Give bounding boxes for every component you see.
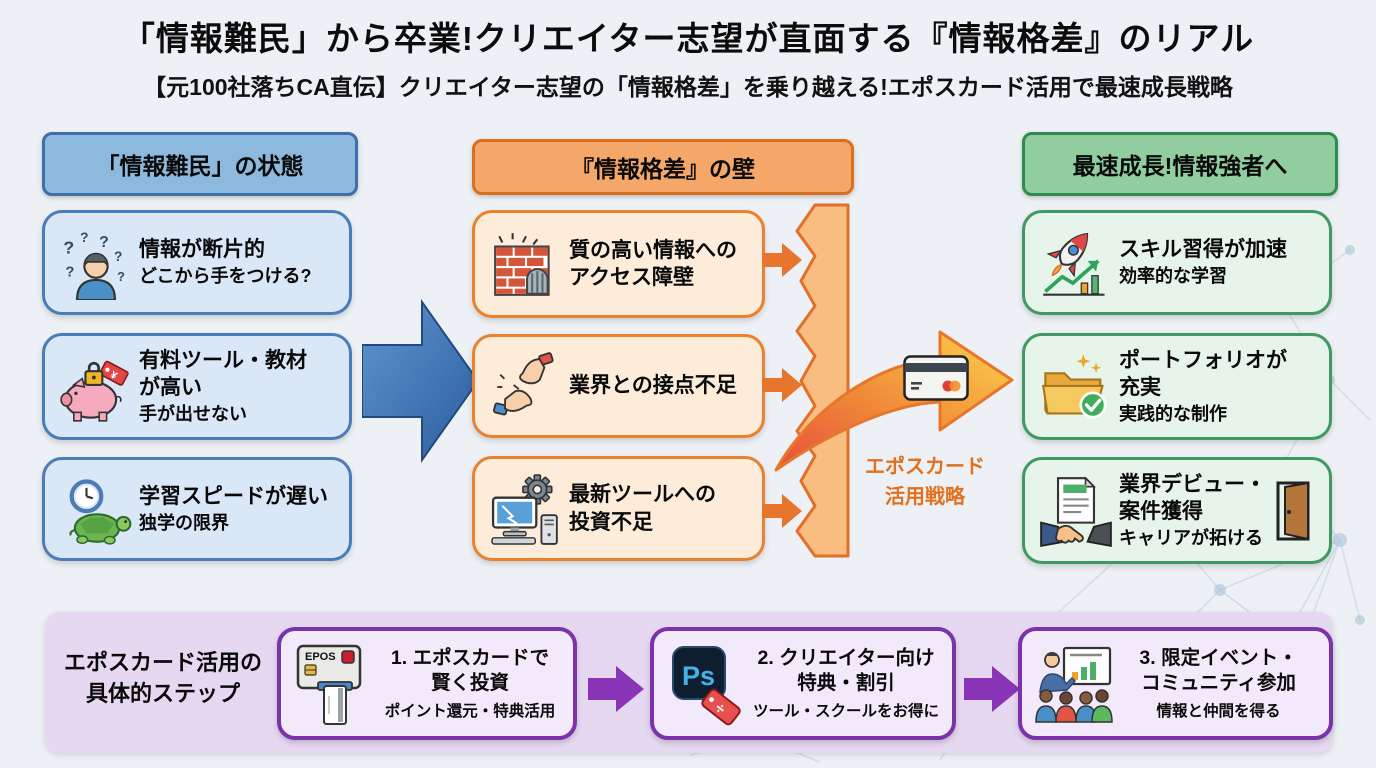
item-title: 情報が断片的 — [139, 238, 265, 262]
svg-text:?: ? — [63, 237, 74, 257]
middle-item-no-industry-contact: 業界との接点不足 — [472, 334, 765, 438]
item-title: 業界との接点不足 — [569, 374, 737, 398]
steps-section-label: エポスカード活用の 具体的ステップ — [63, 650, 262, 706]
information-gap-wall — [795, 203, 850, 558]
step-subtitle: 情報と仲間を得る — [1156, 703, 1281, 721]
seminar-audience-icon — [1030, 644, 1116, 724]
page-subtitle: 【元100社落ちCA直伝】クリエイター志望の「情報格差」を乗り越える!エポスカー… — [143, 74, 1233, 100]
item-title: 質の高い情報への アクセス障壁 — [569, 238, 737, 289]
piggy-bank-lock-icon: ¥ — [53, 350, 139, 424]
left-to-middle-arrow — [362, 298, 480, 463]
svg-text:EPOS: EPOS — [305, 651, 336, 663]
door-icon — [1275, 480, 1319, 542]
barrier-arrow-3 — [762, 494, 802, 528]
page-title: 「情報難民」から卒業!クリエイター志望が直面する『情報格差』のリアル — [121, 20, 1255, 57]
right-item-skill-acceleration: スキル習得が加速 効率的な学習 — [1022, 210, 1332, 315]
middle-column-header: 『情報格差』の壁 — [472, 139, 854, 195]
rocket-growth-icon — [1033, 226, 1119, 300]
folder-check-icon — [1033, 350, 1119, 424]
handshake-contract-icon — [1033, 474, 1119, 548]
svg-text:?: ? — [80, 229, 88, 244]
credit-card-icon — [903, 355, 969, 401]
item-subtitle: 効率的な学習 — [1119, 266, 1227, 287]
left-item-expensive-tools: ¥ 有料ツール・教材 が高い 手が出せない — [42, 333, 352, 440]
middle-item-access-barrier: 質の高い情報への アクセス障壁 — [472, 210, 765, 318]
computer-gear-icon — [483, 473, 569, 545]
barrier-arrow-2 — [762, 368, 802, 402]
step-title: 1. エポスカードで 賢く投資 — [390, 646, 550, 694]
svg-text:?: ? — [65, 264, 74, 280]
right-item-portfolio: ポートフォリオが 充実 実践的な制作 — [1022, 333, 1332, 440]
brick-wall-icon — [483, 228, 569, 300]
item-title: ポートフォリオが 充実 — [1119, 348, 1287, 399]
step-subtitle: ツール・スクールをお得に — [752, 703, 939, 721]
svg-text:?: ? — [99, 234, 109, 251]
step-3-events-community: 3. 限定イベント・ コミュニティ参加 情報と仲間を得る — [1018, 627, 1333, 740]
step-arrow-1 — [588, 666, 644, 712]
confused-person-icon: ? ? ? ? ? ? — [53, 226, 139, 300]
item-title: 有料ツール・教材 が高い — [139, 348, 307, 399]
photoshop-discount-icon: Ps ÷ — [662, 641, 748, 727]
step-subtitle: ポイント還元・特典活用 — [384, 703, 556, 721]
step-2-creator-discounts: Ps ÷ 2. クリエイター向け 特典・割引 ツール・スクールをお得に — [650, 627, 956, 740]
step-title: 3. 限定イベント・ コミュニティ参加 — [1139, 646, 1298, 694]
item-subtitle: 手が出せない — [139, 404, 247, 425]
svg-text:?: ? — [114, 248, 122, 263]
left-item-slow-learning: 学習スピードが遅い 独学の限界 — [42, 457, 352, 561]
item-subtitle: どこから手をつける? — [139, 266, 312, 287]
svg-text:Ps: Ps — [682, 661, 715, 691]
item-subtitle: 独学の限界 — [139, 512, 229, 533]
svg-text:¥: ¥ — [108, 368, 119, 381]
item-title: 最新ツールへの 投資不足 — [569, 483, 716, 534]
breakthrough-strategy-label: エポスカード 活用戦略 — [865, 456, 985, 508]
step-1-epos-card-invest: EPOS 1. エポスカードで 賢く投資 ポイント還元・特典活用 — [277, 627, 577, 740]
barrier-arrow-1 — [762, 243, 802, 277]
turtle-clock-icon — [53, 472, 139, 546]
step-title: 2. クリエイター向け 特典・割引 — [757, 646, 935, 694]
item-title: 学習スピードが遅い — [139, 484, 328, 508]
epos-card-icon: EPOS — [289, 638, 375, 730]
right-column-header: 最速成長!情報強者へ — [1022, 132, 1338, 196]
item-title: 業界デビュー・ 案件獲得 — [1119, 472, 1266, 523]
svg-text:?: ? — [117, 269, 125, 283]
item-subtitle: キャリアが拓ける — [1119, 528, 1263, 549]
right-item-industry-debut: 業界デビュー・ 案件獲得 キャリアが拓ける — [1022, 457, 1332, 564]
item-title: スキル習得が加速 — [1119, 238, 1287, 262]
left-item-fragmented-info: ? ? ? ? ? ? 情報が断片的 どこから手をつける? — [42, 210, 352, 315]
step-arrow-2 — [964, 666, 1020, 712]
item-subtitle: 実践的な制作 — [1119, 404, 1227, 425]
high-five-hands-icon — [483, 350, 569, 422]
left-column-header: 「情報難民」の状態 — [42, 132, 358, 196]
middle-item-underinvestment: 最新ツールへの 投資不足 — [472, 456, 765, 561]
